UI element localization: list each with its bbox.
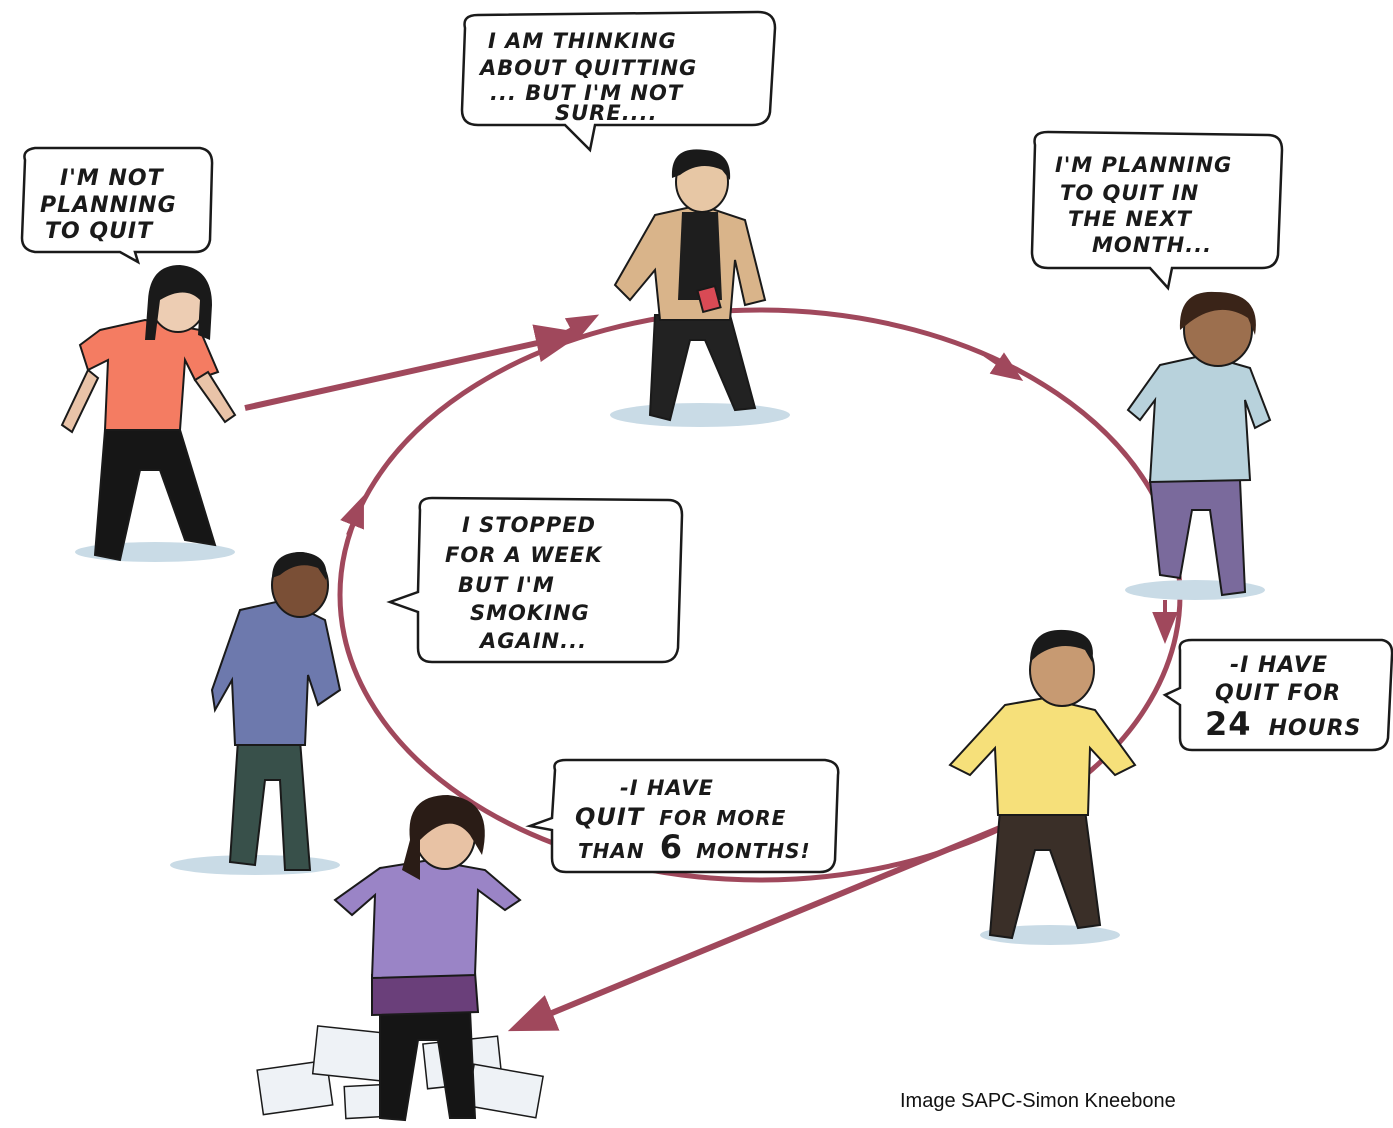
bubble-line: ... BUT I'M NOT	[490, 81, 684, 105]
svg-text:I STOPPED FOR A WEEK: I STOPPED FOR A WEEK BUT I'M SMOKING AGA…	[445, 513, 611, 653]
speech-bubble-action: -I HAVE QUIT FOR 24 HOURS	[1162, 638, 1393, 752]
figure-relapse	[170, 552, 342, 875]
cycle-arrow-left	[340, 495, 364, 536]
svg-text:-I HAVE: -I HAVE	[620, 776, 714, 800]
bubble-line: TO QUIT IN	[1060, 181, 1199, 205]
cycle-arrow-right-top	[983, 352, 1024, 381]
bubble-line: MONTHS!	[696, 839, 811, 863]
exit-arrow	[507, 825, 1002, 1032]
svg-text:I'M PLANNING TO QUIT IN: I'M PLANNING TO QUIT IN THE NEXT MONTH..…	[1055, 153, 1241, 257]
bubble-line: AGAIN...	[478, 629, 587, 653]
bubble-line: THE NEXT	[1068, 207, 1193, 231]
image-credit: Image SAPC-Simon Kneebone	[900, 1090, 1176, 1112]
svg-text:THAN 6 MONTHS!: THAN 6 MONTHS!	[578, 828, 811, 866]
svg-text:-I HAVE QUIT FOR: -I HAVE QUIT FOR	[1215, 653, 1341, 706]
speech-bubble-maintenance: -I HAVE QUIT FOR MORE THAN 6 MONTHS!	[525, 758, 840, 874]
bubble-line: QUIT	[575, 803, 645, 831]
bubble-line: I STOPPED	[462, 513, 596, 537]
bubble-line: THAN	[578, 839, 645, 863]
bubble-line: I AM THINKING	[488, 29, 677, 53]
figure-action	[948, 629, 1137, 945]
svg-text:I AM THINKING ABOUT QUIT: I AM THINKING ABOUT QUITTING ... BUT I'M…	[478, 29, 706, 125]
svg-text:I'M NOT PLANNING T: I'M NOT PLANNING TO QUIT	[40, 166, 185, 244]
bubble-line: BUT I'M	[458, 573, 555, 597]
entry-arrow	[244, 324, 584, 411]
speech-bubble-relapse: I STOPPED FOR A WEEK BUT I'M SMOKING AGA…	[386, 496, 684, 664]
bubble-line: HOURS	[1269, 716, 1362, 741]
bubble-line: FOR MORE	[659, 806, 786, 830]
bubble-line: MONTH...	[1092, 233, 1212, 257]
svg-text:24 HOURS: 24 HOURS	[1205, 705, 1361, 743]
figure-precontemplation	[60, 265, 237, 562]
figure-preparation	[1125, 291, 1272, 600]
figure-maintenance	[256, 795, 544, 1122]
speech-bubble-contemplation: I AM THINKING ABOUT QUITTING ... BUT I'M…	[460, 10, 777, 153]
bubble-line: SMOKING	[470, 601, 590, 625]
bubble-line: ABOUT QUITTING	[478, 56, 697, 80]
bubble-line: FOR A WEEK	[445, 543, 603, 567]
bubble-line: I'M PLANNING	[1055, 153, 1232, 177]
bubble-line: -I HAVE	[620, 776, 714, 800]
bubble-line: TO QUIT	[45, 219, 154, 244]
bubble-line: QUIT FOR	[1215, 681, 1341, 706]
bubble-line: -I HAVE	[1230, 653, 1328, 678]
maintenance-emphasis-number: 6	[660, 828, 683, 866]
bubble-line: SURE....	[555, 101, 658, 125]
svg-text:QUIT FOR MORE: QUIT FOR MORE	[575, 803, 786, 831]
action-emphasis-number: 24	[1205, 705, 1252, 743]
bubble-line: PLANNING	[40, 193, 177, 218]
speech-bubble-preparation: I'M PLANNING TO QUIT IN THE NEXT MONTH..…	[1030, 130, 1284, 291]
speech-bubble-precontemplation: I'M NOT PLANNING TO QUIT	[20, 146, 214, 265]
bubble-line: I'M NOT	[60, 166, 165, 191]
figure-contemplation	[610, 149, 790, 427]
